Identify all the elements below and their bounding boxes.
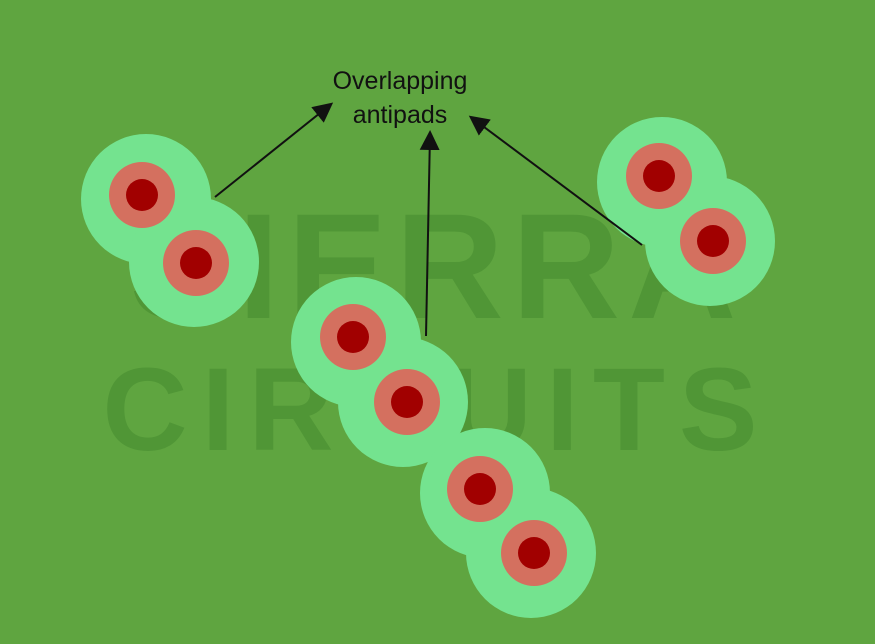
drill-hole [391,386,423,418]
arrow-left [214,102,334,198]
antipad-group-left [81,134,259,327]
drill-hole [337,321,369,353]
drill-hole [697,225,729,257]
drill-hole [464,473,496,505]
antipad-group-center [291,277,596,618]
annotation-line-1: Overlapping [332,67,468,95]
drill-hole [180,247,212,279]
arrow-center [419,130,440,337]
drill-hole [126,179,158,211]
drill-hole [518,537,550,569]
antipad-group-right [597,117,775,306]
annotation-line-2: antipads [352,101,448,129]
annotation-label: Overlapping antipads [270,64,530,132]
arrow-right [468,115,643,246]
drill-hole [643,160,675,192]
